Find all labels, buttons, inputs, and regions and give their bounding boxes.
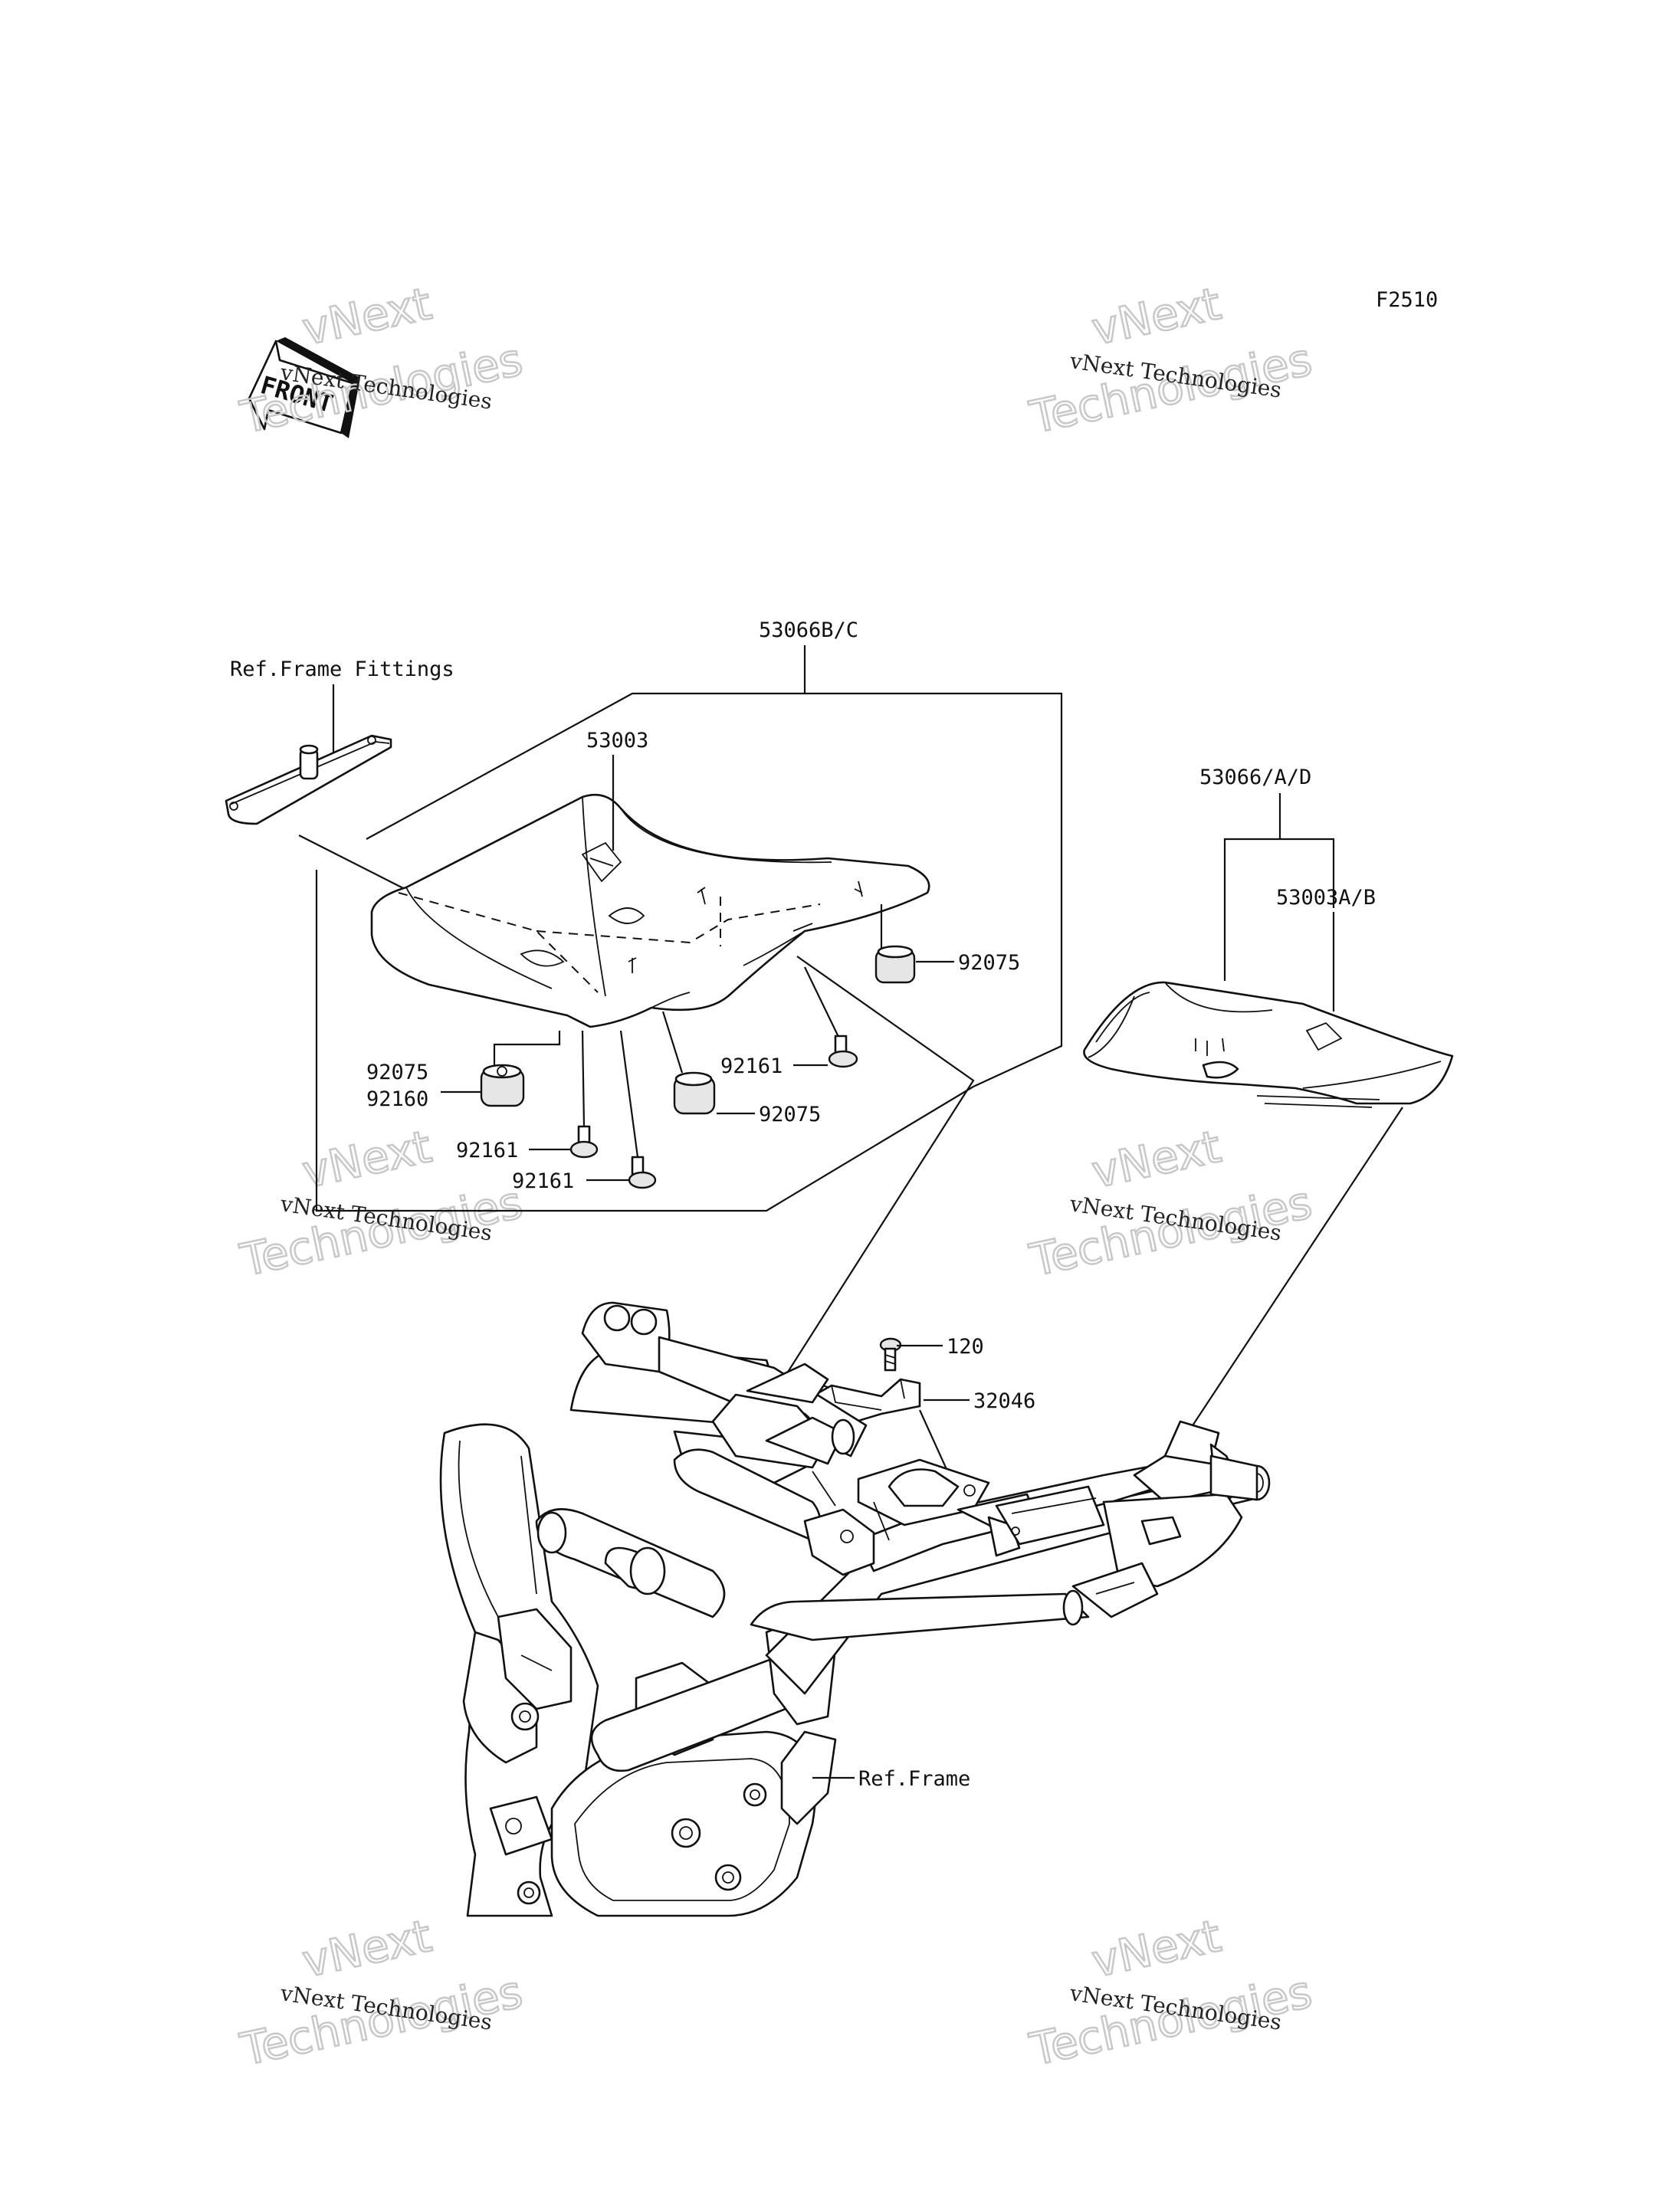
label-53066bc: 53066B/C — [759, 618, 858, 642]
svg-text:vNext: vNext — [1088, 277, 1226, 356]
figure-code: F2510 — [1376, 288, 1438, 312]
watermark-mid-right: vNext Technologies vNext Technologies — [1025, 1120, 1317, 1287]
label-92160: 92160 — [366, 1087, 428, 1111]
label-53066ad: 53066/A/D — [1199, 766, 1311, 789]
watermark-bottom-left: vNext Technologies vNext Technologies — [235, 1909, 528, 2077]
bolt-right — [828, 1035, 858, 1068]
label-92075-mid: 92075 — [759, 1103, 821, 1126]
watermark-top-right: vNext Technologies vNext Technologies — [1025, 277, 1317, 444]
label-ref-frame-fittings: Ref.Frame Fittings — [230, 657, 454, 681]
front-arrow-icon: FRONT — [248, 337, 360, 438]
frame-fitting-bracket — [225, 734, 392, 825]
label-92161-right: 92161 — [720, 1054, 783, 1078]
label-53003ab: 53003A/B — [1276, 886, 1376, 910]
svg-text:vNext: vNext — [298, 1120, 436, 1199]
bolt-mid — [569, 1125, 599, 1159]
label-92161-mid: 92161 — [456, 1139, 518, 1162]
svg-text:vNext: vNext — [1088, 1910, 1226, 1988]
motorcycle-frame — [439, 1301, 1271, 1917]
watermark-bottom-right: vNext Technologies vNext Technologies — [1025, 1909, 1317, 2077]
svg-text:vNext: vNext — [1088, 1120, 1226, 1199]
rear-seat — [1083, 981, 1454, 1108]
svg-text:vNext: vNext — [298, 277, 436, 356]
front-seat — [370, 793, 930, 1028]
bolt-left — [628, 1156, 657, 1189]
damper-right — [874, 945, 916, 984]
label-ref-frame: Ref.Frame — [858, 1767, 970, 1791]
svg-text:vNext: vNext — [298, 1910, 436, 1988]
label-92075-left: 92075 — [366, 1061, 428, 1084]
damper-mid — [673, 1071, 716, 1115]
label-92075-right: 92075 — [958, 951, 1020, 975]
label-32046: 32046 — [973, 1389, 1035, 1413]
label-53003: 53003 — [586, 729, 648, 753]
damper-left — [480, 1064, 525, 1107]
label-92161-left: 92161 — [512, 1169, 574, 1193]
bolt-120 — [879, 1337, 902, 1372]
label-120: 120 — [947, 1335, 984, 1359]
